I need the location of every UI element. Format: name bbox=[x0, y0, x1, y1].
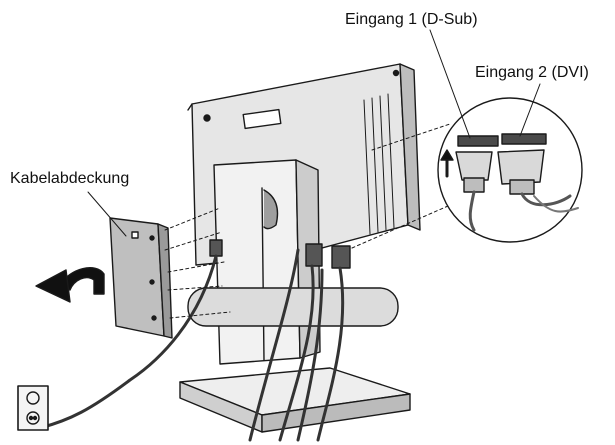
arrow-up-icon bbox=[440, 149, 454, 178]
cables bbox=[38, 248, 345, 442]
inset-guide-lines bbox=[351, 123, 451, 249]
input-2-label: Eingang 2 (DVI) bbox=[475, 64, 589, 81]
cover-leader-line bbox=[87, 191, 127, 237]
input1-leader-line bbox=[429, 29, 471, 139]
monitor-stand bbox=[213, 159, 321, 365]
power-outlet-icon bbox=[17, 385, 49, 431]
cable-cover bbox=[109, 217, 173, 339]
curved-arrow-left-icon bbox=[35, 267, 105, 303]
monitor-base bbox=[179, 367, 411, 433]
monitor-connectors bbox=[209, 239, 351, 269]
cable-cover-label: Kabelabdeckung bbox=[10, 170, 130, 187]
connector-inset bbox=[437, 97, 583, 243]
input-1-label: Eingang 1 (D-Sub) bbox=[345, 11, 478, 28]
pivot-bar bbox=[187, 287, 399, 327]
cover-guide-lines bbox=[164, 207, 231, 319]
input2-leader-line bbox=[519, 83, 541, 137]
monitor-vents bbox=[363, 93, 395, 235]
